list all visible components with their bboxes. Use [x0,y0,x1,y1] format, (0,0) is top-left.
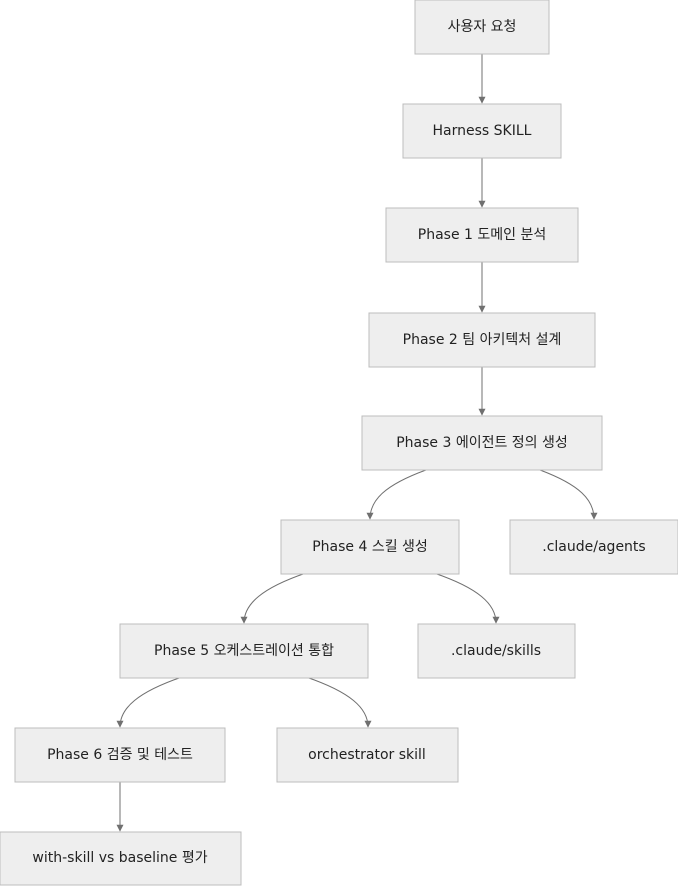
edge-phase3-to-agents-dir [539,469,598,520]
edge-phase3-to-phase4 [366,469,427,520]
node-label: with-skill vs baseline 평가 [32,850,207,866]
node-user-request: 사용자 요청 [414,0,550,55]
node-phase3: Phase 3 에이전트 정의 생성 [361,415,603,471]
node-phase2: Phase 2 팀 아키텍처 설계 [368,312,596,368]
edge-phase5-to-orchestrator-skill [305,676,372,728]
node-skills-dir: .claude/skills [417,623,576,679]
node-label: .claude/agents [542,539,645,555]
node-label: orchestrator skill [308,747,426,763]
node-label: Phase 4 스킬 생성 [312,539,428,555]
node-phase4: Phase 4 스킬 생성 [280,519,460,575]
node-phase1: Phase 1 도메인 분석 [385,207,579,263]
node-phase6: Phase 6 검증 및 테스트 [14,727,226,783]
node-label: .claude/skills [451,643,541,659]
node-evaluation: with-skill vs baseline 평가 [0,831,242,886]
node-label: Phase 5 오케스트레이션 통합 [154,643,334,659]
node-agents-dir: .claude/agents [509,519,678,575]
node-label: Phase 1 도메인 분석 [418,227,546,243]
edge-phase4-to-phase5 [240,572,307,624]
node-label: Harness SKILL [433,123,532,139]
node-label: Phase 2 팀 아키텍처 설계 [403,332,562,348]
edges [116,54,598,832]
node-harness-skill: Harness SKILL [402,103,562,159]
node-label: 사용자 요청 [448,19,517,35]
node-orchestrator-skill: orchestrator skill [276,727,459,783]
node-label: Phase 3 에이전트 정의 생성 [396,435,568,451]
edge-phase5-to-phase6 [116,676,183,728]
node-label: Phase 6 검증 및 테스트 [47,747,193,763]
edge-phase4-to-skills-dir [433,572,500,624]
node-phase5: Phase 5 오케스트레이션 통합 [119,623,369,679]
